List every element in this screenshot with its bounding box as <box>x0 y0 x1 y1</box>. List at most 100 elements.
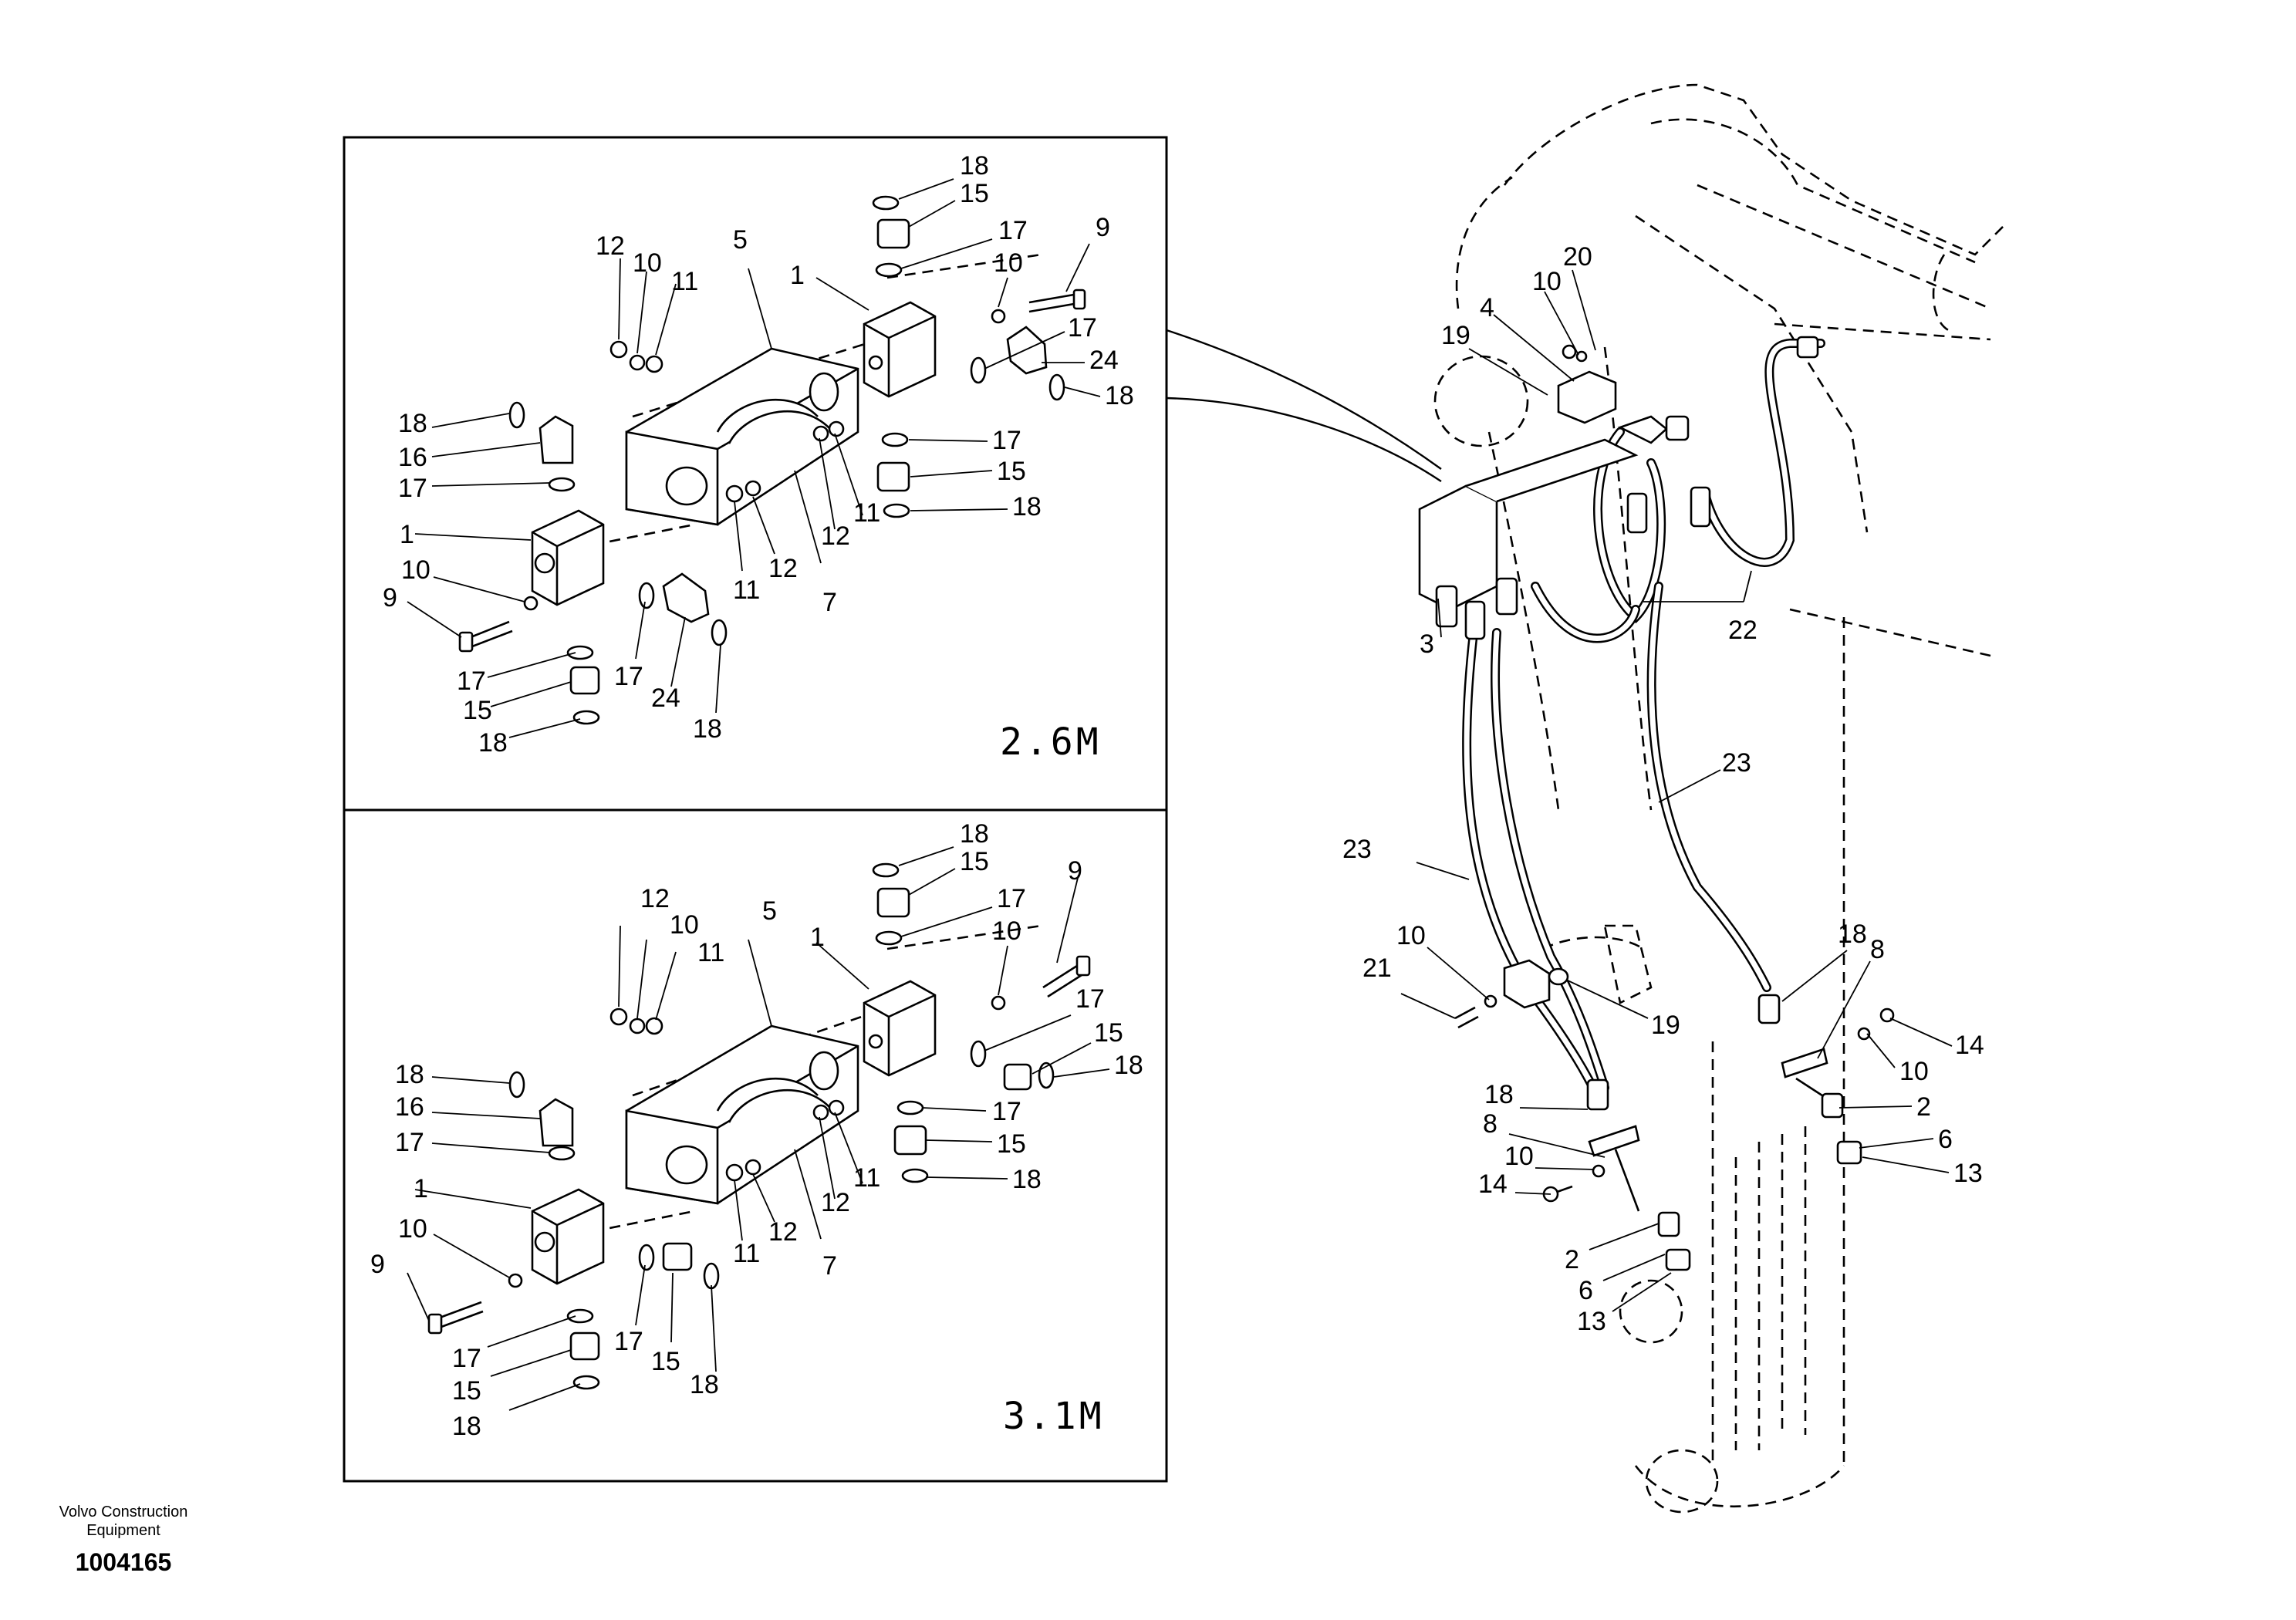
callout: 18 <box>690 1370 719 1399</box>
callout: 1 <box>790 261 805 290</box>
hydraulic-hoses <box>1462 339 1825 1100</box>
callout: 17 <box>998 216 1028 245</box>
inset-title-3-1m: 3.1M <box>1003 1395 1105 1438</box>
callout: 11 <box>733 1239 760 1268</box>
callout: 11 <box>697 938 724 967</box>
callout: 15 <box>452 1376 481 1406</box>
callout: 4 <box>1480 293 1494 322</box>
callout-numbers-main: 20 10 19 4 3 22 23 23 10 21 19 18 8 10 1… <box>1342 242 1984 1336</box>
callout: 18 <box>960 151 989 181</box>
callout: 9 <box>383 583 397 613</box>
callout: 19 <box>1651 1011 1680 1040</box>
callout: 24 <box>651 683 680 713</box>
inset-leader-line-lower <box>1166 397 1442 482</box>
callout: 10 <box>670 910 699 940</box>
callout: 15 <box>960 179 989 208</box>
callout: 17 <box>614 662 643 691</box>
callout: 15 <box>997 1129 1026 1159</box>
callout: 10 <box>1899 1057 1929 1086</box>
callout: 20 <box>1563 242 1592 272</box>
inset-top-parts <box>458 195 1086 725</box>
callout: 11 <box>853 498 880 528</box>
callout: 12 <box>640 884 670 913</box>
callout: 2 <box>1565 1245 1579 1274</box>
callout: 18 <box>395 1060 424 1089</box>
callout: 15 <box>997 457 1026 486</box>
callout: 23 <box>1342 835 1372 864</box>
callout: 15 <box>960 847 989 876</box>
callout: 2 <box>1916 1092 1931 1122</box>
callout: 11 <box>671 267 698 296</box>
callout: 18 <box>398 409 427 438</box>
callout: 1 <box>810 923 825 952</box>
callout: 17 <box>992 1097 1021 1126</box>
company-name-line1: Volvo Construction <box>59 1504 188 1520</box>
callout: 17 <box>398 474 427 503</box>
callout: 19 <box>1441 321 1470 350</box>
callout: 12 <box>821 521 850 551</box>
callout: 5 <box>762 896 777 926</box>
callout: 15 <box>463 696 492 725</box>
callout: 22 <box>1728 616 1757 645</box>
inset-leader-line-upper <box>1166 329 1442 470</box>
callout: 6 <box>1938 1125 1953 1154</box>
callout: 17 <box>457 667 486 696</box>
callout: 12 <box>768 554 798 583</box>
company-name-line2: Equipment <box>86 1522 160 1539</box>
callout: 13 <box>1953 1159 1983 1188</box>
callout: 18 <box>452 1412 481 1441</box>
callout: 9 <box>1068 856 1082 886</box>
callout: 18 <box>478 728 508 758</box>
callout: 18 <box>1012 1165 1042 1194</box>
callout: 24 <box>1089 346 1119 375</box>
callout: 10 <box>994 248 1023 278</box>
callout: 10 <box>1504 1142 1534 1171</box>
callout: 17 <box>1075 984 1105 1014</box>
callout: 16 <box>398 443 427 472</box>
callout-leaders <box>407 178 1953 1411</box>
callout: 8 <box>1870 935 1885 964</box>
callout-numbers-inset-top: 18 15 17 9 12 10 11 5 1 10 17 24 18 18 1… <box>383 151 1134 758</box>
callout: 10 <box>992 916 1021 946</box>
callout: 18 <box>1484 1080 1514 1109</box>
inset-title-2-6m: 2.6M <box>1000 721 1102 764</box>
callout: 17 <box>395 1128 424 1157</box>
callout: 14 <box>1955 1031 1984 1060</box>
callout-numbers-inset-bottom: 18 15 17 9 12 10 11 5 1 10 17 15 18 18 1… <box>370 819 1143 1441</box>
inset-bottom-parts <box>427 862 1091 1390</box>
callout: 17 <box>992 426 1021 455</box>
callout: 11 <box>733 575 760 605</box>
boom-and-arm-outline <box>1433 83 2007 1514</box>
main-view-parts <box>1418 336 1895 1271</box>
drawing-number: 1004165 <box>76 1548 172 1576</box>
inset-frame-3-1m <box>343 808 1168 1483</box>
callout: 1 <box>414 1174 428 1203</box>
callout: 10 <box>398 1214 427 1244</box>
callout: 15 <box>1094 1018 1123 1048</box>
callout: 10 <box>1396 921 1426 950</box>
callout: 18 <box>960 819 989 849</box>
callout: 3 <box>1420 629 1434 659</box>
callout: 13 <box>1577 1307 1606 1336</box>
callout: 6 <box>1578 1276 1593 1305</box>
callout: 15 <box>651 1347 680 1376</box>
callout: 7 <box>822 1251 837 1281</box>
callout: 18 <box>1838 920 1867 949</box>
callout: 18 <box>1012 492 1042 521</box>
callout: 16 <box>395 1092 424 1122</box>
callout: 12 <box>596 231 625 261</box>
callout: 18 <box>1114 1051 1143 1080</box>
callout: 10 <box>633 248 662 278</box>
callout: 17 <box>997 884 1026 913</box>
callout: 10 <box>401 555 430 585</box>
callout: 5 <box>733 225 748 255</box>
callout: 14 <box>1478 1169 1508 1199</box>
callout: 11 <box>853 1163 880 1193</box>
callout: 17 <box>1068 313 1097 343</box>
callout: 9 <box>1096 213 1110 242</box>
callout: 18 <box>693 714 722 744</box>
callout: 9 <box>370 1250 385 1279</box>
callout: 1 <box>400 520 414 549</box>
callout: 23 <box>1722 748 1751 778</box>
